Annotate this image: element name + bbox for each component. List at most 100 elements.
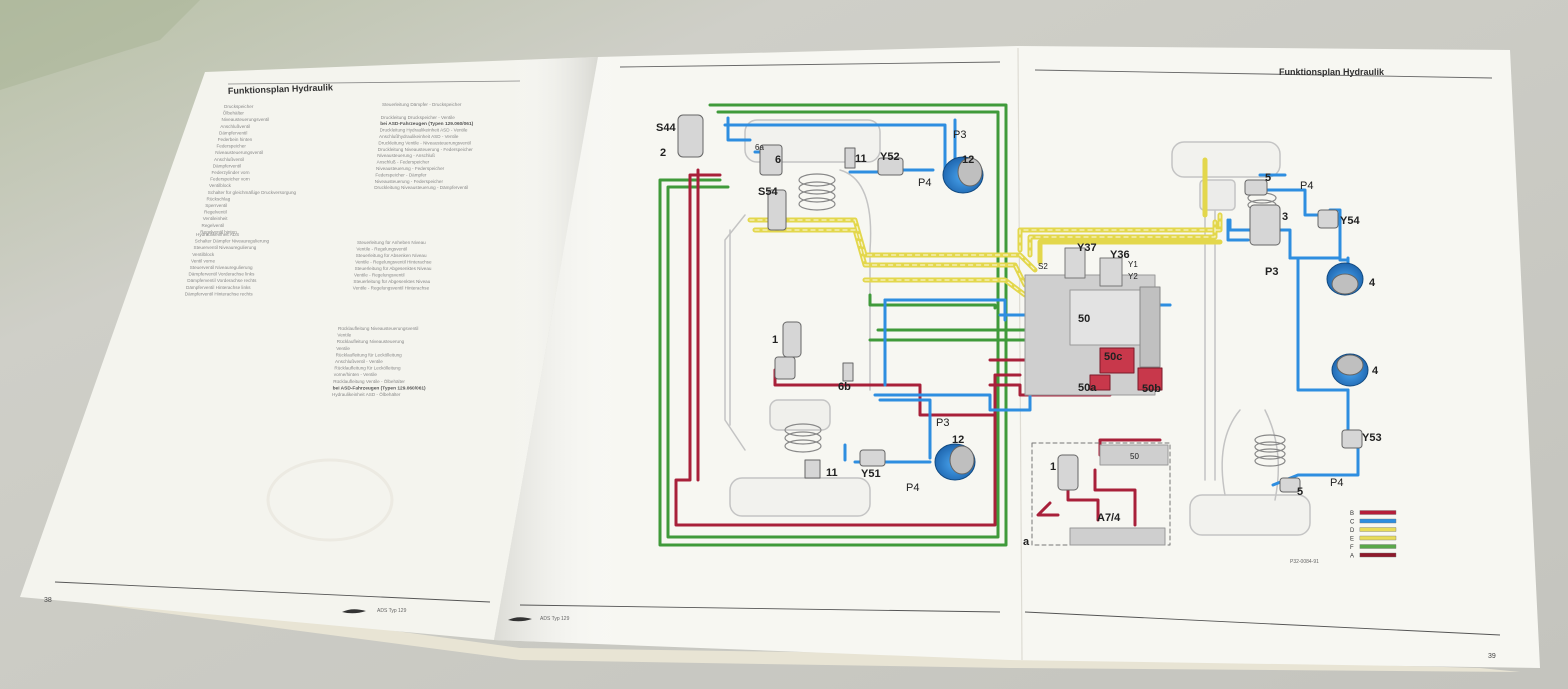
legend-text: Steuerventil Niveauregulierung [194, 245, 257, 250]
legend-text: Ventile [337, 333, 351, 338]
legend-text: Rücklaufleitung Ventile - Ölbehälter [333, 378, 405, 384]
legend-text: Federspeicher vorn [210, 177, 250, 182]
legend-text: Dämpferventil Hinterachse rechts [185, 291, 254, 296]
line-legend-letter: E [1350, 537, 1354, 543]
line-legend-swatch [1359, 527, 1397, 532]
legend-text: Federzylinder vorn [212, 170, 250, 175]
label-6: 6 [775, 154, 781, 166]
legend-text: bei ASD-Fahrzeugen (Typen 129.060/061) [380, 121, 473, 127]
legend-text: vorne/hinten - Ventile [334, 372, 378, 377]
legend-text: Regelventil [202, 223, 225, 228]
legend-text: Rücklaufleitung für Leckölleitung [336, 352, 403, 357]
legend-text: Anschluß - Federspeicher [377, 160, 430, 165]
legend-text: Dämpferventil Vorderachse rechts [187, 278, 257, 283]
legend-text: Niveausteuerung - Federspeicher [376, 166, 445, 171]
label-3: 3 [1282, 211, 1288, 223]
left-page-number: 38 [44, 597, 52, 604]
legend-text: Niveausteuerung - Anschluß [377, 153, 435, 158]
label-p4-rear: P4 [1300, 180, 1313, 192]
legend-text: Dämpferventil Vorderachse links [189, 272, 256, 277]
legend-text: Ventil vorne [191, 258, 215, 263]
legend-text: Sperrventil [205, 203, 227, 208]
line-legend-swatch [1359, 535, 1397, 541]
car-silhouette-icon [342, 609, 366, 614]
legend-text: Schalter für gleichmäßige Druckversorgun… [208, 190, 297, 195]
label-y53: Y53 [1362, 432, 1382, 444]
legend-text: Druckleitung Ventile - Niveausteuerungsv… [378, 140, 470, 145]
label-5-top: 5 [1265, 172, 1271, 184]
label-50c: 50c [1104, 351, 1122, 363]
booklet-back-pages [50, 585, 1520, 672]
legend-text: Anschlußventil [214, 157, 244, 162]
legend-text: Federspeicher - Dämpfer [375, 172, 427, 177]
label-s54: S54 [758, 186, 778, 198]
label-y52: Y52 [880, 151, 900, 163]
label-2: 2 [660, 147, 666, 159]
label-11-bottom: 11 [826, 467, 838, 479]
legend-text: Ventile [336, 346, 350, 351]
legend-text: Niveausteuerungsventil [222, 117, 270, 122]
line-legend-swatch [1359, 518, 1397, 524]
label-4-bottom: 4 [1372, 365, 1379, 377]
line-legend-letter: C [1350, 520, 1355, 526]
left-page: Funktionsplan Hydraulik DruckspeicherÖlb… [20, 57, 598, 640]
label-y36: Y36 [1110, 249, 1130, 261]
left-page-header: Funktionsplan Hydraulik [228, 82, 334, 96]
label-y37: Y37 [1077, 242, 1097, 254]
line-legend-letter: F [1350, 545, 1354, 551]
legend-text: Dämpferventil Hinterachse links [186, 285, 251, 290]
legend-text: Anschlußventil - Ventile [335, 359, 383, 364]
legend-text: Rücklaufleitung Niveausteuerungsventil [338, 326, 418, 331]
legend-text: Steuerleitung für Abgesenktes Niveau [353, 279, 430, 284]
label-inset-50: 50 [1130, 452, 1139, 461]
legend-text: Anschlußventil [220, 124, 250, 129]
label-y2: Y2 [1128, 272, 1138, 281]
line-legend-swatch [1359, 510, 1397, 515]
line-legend-swatch [1359, 552, 1397, 558]
line-legend-swatch [1359, 544, 1397, 549]
legend-text: Niveausteuerungsventil [215, 150, 263, 155]
legend-text: Ventile - Regelungsventil Hinterachse [353, 286, 430, 291]
right-page-header: Funktionsplan Hydraulik [1279, 67, 1385, 77]
label-s44: S44 [656, 122, 676, 134]
label-11-top: 11 [855, 153, 867, 165]
legend-text: Anschlußhydraulikeinheit ASD - Ventile [379, 134, 459, 139]
legend-text: Ventileinheit [203, 216, 228, 221]
legend-text: Steuerleitung für Anheben Niveau [357, 240, 426, 245]
legend-text: Steuerventil Niveauregulierung [190, 265, 253, 270]
table-shadow [0, 0, 200, 90]
legend-text: Rücklaufleitung Niveausteuerung [337, 339, 405, 344]
valve-block [1024, 247, 1163, 396]
legend-text: Ventile - Regelungsventil Hinterachse [355, 260, 432, 265]
label-p4-bottom: P4 [906, 482, 919, 494]
label-p3-top: P3 [953, 129, 966, 141]
legend-text: Dämpferventil [213, 163, 241, 168]
label-50: 50 [1078, 313, 1090, 325]
label-6b: 6b [838, 381, 851, 393]
legend-text: Regelventil hinten [200, 229, 237, 234]
label-a: a [1023, 536, 1030, 548]
label-1-front: 1 [772, 334, 778, 346]
label-p3-rear: P3 [1265, 266, 1278, 278]
legend-text: Hydraulikeinheit ASD - Ölbehälter [332, 391, 401, 397]
legend-text: Steuerleitung für Abgesenktes Niveau [355, 266, 432, 271]
figure-code: P32-0084-91 [1290, 559, 1319, 565]
line-legend-letter: B [1350, 511, 1354, 517]
legend-text: bei ASD-Fahrzeugen (Typen 129.060/061) [333, 385, 426, 391]
legend-text: Druckspeicher [224, 104, 254, 109]
legend-text: Schalter Dämpfer Niveauregulierung [195, 239, 270, 244]
left-legend: DruckspeicherÖlbehälterNiveausteuerungsv… [185, 102, 474, 397]
legend-text: Niveausteuerung - Federspeicher [375, 179, 444, 184]
legend-text: Rücklaufleitung für Leckölleitung [334, 366, 401, 371]
label-6a: 6a [755, 143, 764, 152]
right-page: Funktionsplan Hydraulik ADS Typ 129 39 P… [494, 46, 1540, 668]
car-silhouette-icon-2 [508, 617, 532, 622]
legend-text: Druckleitung Druckspeicher - Ventile [381, 115, 455, 120]
accumulators [934, 156, 1369, 481]
legend-text: Steuerleitung Dämpfer - Druckspeicher [382, 102, 462, 107]
legend-text: Ölbehälter [223, 110, 245, 116]
line-legend-letter: D [1350, 528, 1355, 534]
